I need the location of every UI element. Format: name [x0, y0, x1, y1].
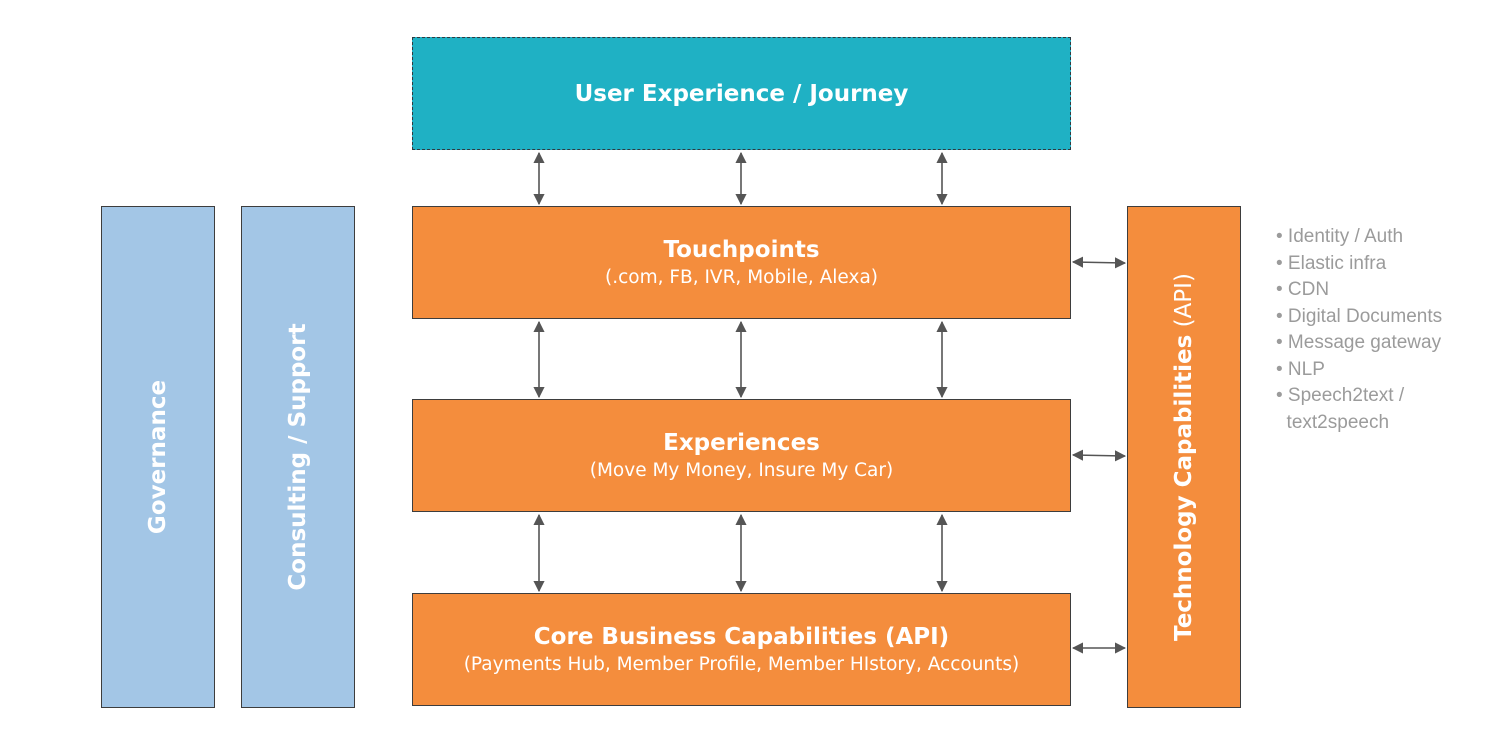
list-item: • Elastic infra: [1276, 252, 1387, 274]
technology-capabilities-box: Technology Capabilities (API): [1127, 206, 1241, 708]
technology-capabilities-list: • Identity / Auth • Elastic infra • CDN …: [1276, 224, 1442, 436]
arrow-experiences-tech: [1071, 449, 1127, 462]
experiences-title: Experiences: [663, 429, 820, 456]
touchpoints-box: Touchpoints (.com, FB, IVR, Mobile, Alex…: [412, 206, 1071, 319]
experiences-box: Experiences (Move My Money, Insure My Ca…: [412, 399, 1071, 512]
user-experience-title: User Experience / Journey: [574, 80, 909, 107]
consulting-support-box: Consulting / Support: [241, 206, 355, 708]
touchpoints-subtitle: (.com, FB, IVR, Mobile, Alexa): [605, 266, 878, 288]
list-item: • CDN: [1276, 279, 1330, 300]
core-capabilities-box: Core Business Capabilities (API) (Paymen…: [412, 593, 1071, 706]
governance-box: Governance: [101, 206, 215, 708]
arrow-touchpoints-tech: [1071, 256, 1127, 269]
core-capabilities-title: Core Business Capabilities (API): [533, 623, 950, 650]
experiences-subtitle: (Move My Money, Insure My Car): [589, 459, 894, 481]
list-item: • Message gateway: [1276, 332, 1442, 353]
touchpoints-title: Touchpoints: [663, 236, 820, 263]
list-item: text2speech: [1276, 411, 1390, 433]
core-capabilities-subtitle: (Payments Hub, Member Profile, Member HI…: [463, 653, 1020, 675]
consulting-support-label: Consulting / Support: [285, 323, 311, 591]
user-experience-box: User Experience / Journey: [412, 37, 1071, 150]
technology-capabilities-label: Technology Capabilities (API): [1171, 273, 1197, 641]
list-item: • Identity / Auth: [1276, 226, 1404, 247]
governance-label: Governance: [145, 379, 171, 535]
list-item: • Digital Documents: [1276, 305, 1443, 327]
list-item: • NLP: [1276, 358, 1325, 380]
technology-capabilities-suffix: (API): [1171, 273, 1197, 335]
list-item: • Speech2text /: [1276, 385, 1405, 406]
technology-capabilities-title: Technology Capabilities: [1171, 334, 1197, 641]
